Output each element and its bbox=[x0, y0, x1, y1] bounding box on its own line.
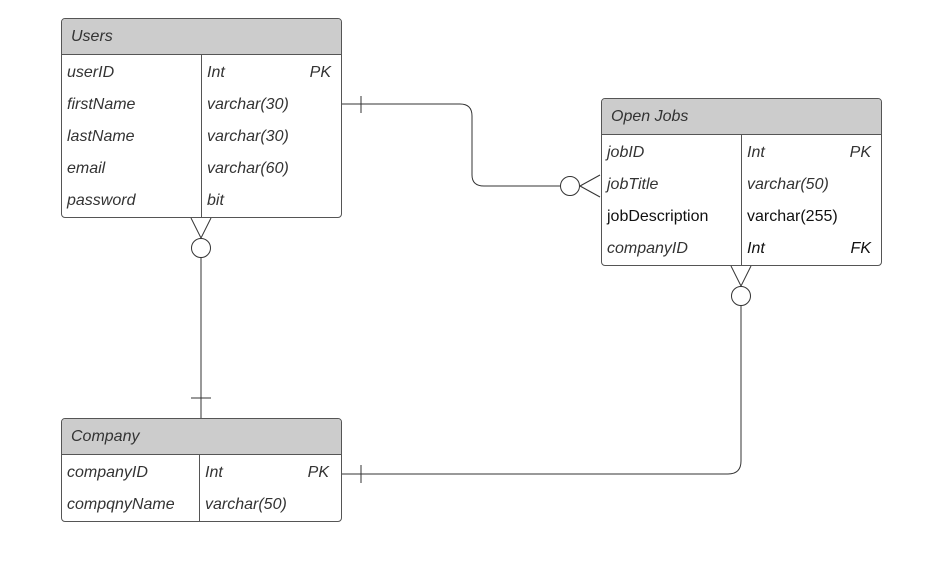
field-type: varchar(50) bbox=[747, 176, 829, 193]
field-key: PK bbox=[309, 64, 331, 81]
field-name: email bbox=[67, 160, 106, 177]
field-type: Int bbox=[747, 144, 765, 161]
field-type: varchar(255) bbox=[747, 208, 838, 225]
field-name: jobDescription bbox=[607, 208, 709, 225]
field-row: password bit bbox=[62, 185, 341, 217]
field-name: firstName bbox=[67, 96, 136, 113]
entity-users[interactable]: Users userID Int PK firstName varchar(30… bbox=[61, 18, 342, 218]
entity-fields: companyID Int PK compqnyName varchar(50) bbox=[62, 455, 341, 521]
field-type: varchar(50) bbox=[205, 496, 287, 513]
openjobs-many-marker-b bbox=[579, 185, 601, 198]
entity-fields: jobID Int PK jobTitle varchar(50) jobDes… bbox=[602, 135, 881, 265]
column-divider bbox=[201, 55, 202, 217]
openjobs-many-marker-c bbox=[730, 265, 742, 287]
entity-open-jobs[interactable]: Open Jobs jobID Int PK jobTitle varchar(… bbox=[601, 98, 882, 266]
column-divider bbox=[741, 135, 742, 265]
entity-company[interactable]: Company companyID Int PK compqnyName var… bbox=[61, 418, 342, 522]
field-row: jobTitle varchar(50) bbox=[602, 169, 881, 201]
openjobs-zero-marker bbox=[560, 176, 580, 196]
field-row: firstName varchar(30) bbox=[62, 89, 341, 121]
users-many-marker-a bbox=[190, 217, 202, 239]
field-type: varchar(30) bbox=[207, 96, 289, 113]
field-key: PK bbox=[849, 144, 871, 161]
field-row: lastName varchar(30) bbox=[62, 121, 341, 153]
field-row: jobDescription varchar(255) bbox=[602, 201, 881, 233]
field-type: Int bbox=[207, 64, 225, 81]
field-name: companyID bbox=[607, 240, 688, 257]
openjobs-company-connector bbox=[342, 306, 742, 475]
field-name: jobID bbox=[607, 144, 645, 161]
openjobs-zero-marker-bottom bbox=[731, 286, 751, 306]
entity-fields: userID Int PK firstName varchar(30) last… bbox=[62, 55, 341, 217]
field-type: Int bbox=[205, 464, 223, 481]
users-zero-marker bbox=[191, 238, 211, 258]
openjobs-many-marker-d bbox=[740, 265, 752, 287]
field-name: lastName bbox=[67, 128, 135, 145]
field-name: userID bbox=[67, 64, 115, 81]
field-row: userID Int PK bbox=[62, 57, 341, 89]
field-row: companyID Int FK bbox=[602, 233, 881, 265]
field-name: password bbox=[67, 192, 136, 209]
field-name: compqnyName bbox=[67, 496, 175, 513]
column-divider bbox=[199, 455, 200, 521]
field-name: jobTitle bbox=[607, 176, 659, 193]
field-type: bit bbox=[207, 192, 224, 209]
field-row: compqnyName varchar(50) bbox=[62, 489, 341, 521]
field-key: FK bbox=[850, 240, 871, 257]
field-row: jobID Int PK bbox=[602, 137, 881, 169]
entity-title: Users bbox=[62, 19, 341, 55]
field-type: varchar(60) bbox=[207, 160, 289, 177]
entity-title: Open Jobs bbox=[602, 99, 881, 135]
field-key: PK bbox=[307, 464, 329, 481]
users-many-marker-b bbox=[200, 217, 212, 239]
users-openjobs-connector bbox=[342, 103, 560, 187]
entity-title: Company bbox=[62, 419, 341, 455]
openjobs-many-marker-a bbox=[579, 174, 601, 187]
field-row: companyID Int PK bbox=[62, 457, 341, 489]
field-type: varchar(30) bbox=[207, 128, 289, 145]
field-name: companyID bbox=[67, 464, 148, 481]
field-type: Int bbox=[747, 240, 765, 257]
field-row: email varchar(60) bbox=[62, 153, 341, 185]
